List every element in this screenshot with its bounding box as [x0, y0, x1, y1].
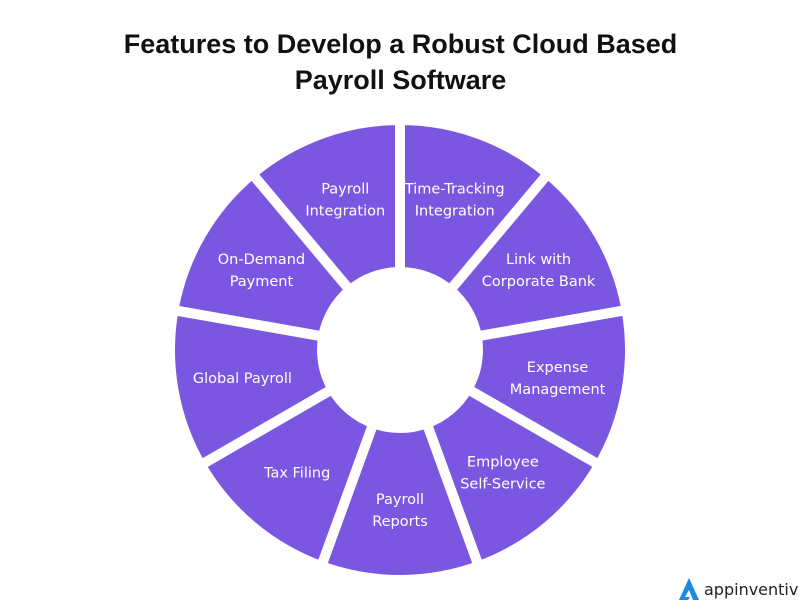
feature-label: Global Payroll	[193, 371, 292, 387]
feature-label-line: Reports	[372, 514, 428, 530]
feature-label-line: Integration	[305, 204, 385, 220]
wheel-center	[322, 272, 478, 428]
feature-label: Tax Filing	[263, 466, 330, 482]
title-line-2: Payroll Software	[294, 65, 507, 95]
feature-label-line: Management	[510, 382, 606, 398]
feature-label-line: Time-Tracking	[404, 182, 505, 198]
feature-label-line: On-Demand	[218, 252, 305, 268]
feature-label-line: Tax Filing	[263, 466, 330, 482]
title-line-1: Features to Develop a Robust Cloud Based	[123, 29, 678, 59]
feature-label-line: Payment	[230, 274, 294, 290]
page-title: Features to Develop a Robust Cloud Based…	[0, 26, 801, 98]
feature-label-line: Global Payroll	[193, 371, 292, 387]
appinventiv-logo: appinventiv	[678, 577, 798, 601]
logo-icon	[679, 578, 699, 600]
feature-label-line: Integration	[415, 204, 495, 220]
logo-text: appinventiv	[704, 579, 799, 599]
feature-label-line: Corporate Bank	[482, 274, 596, 290]
feature-label-line: Self-Service	[460, 477, 545, 493]
feature-label-line: Expense	[527, 360, 589, 376]
feature-label-line: Payroll	[376, 492, 424, 508]
feature-label-line: Employee	[467, 455, 539, 471]
feature-label-line: Payroll	[321, 182, 369, 198]
feature-label-line: Link with	[506, 252, 571, 268]
